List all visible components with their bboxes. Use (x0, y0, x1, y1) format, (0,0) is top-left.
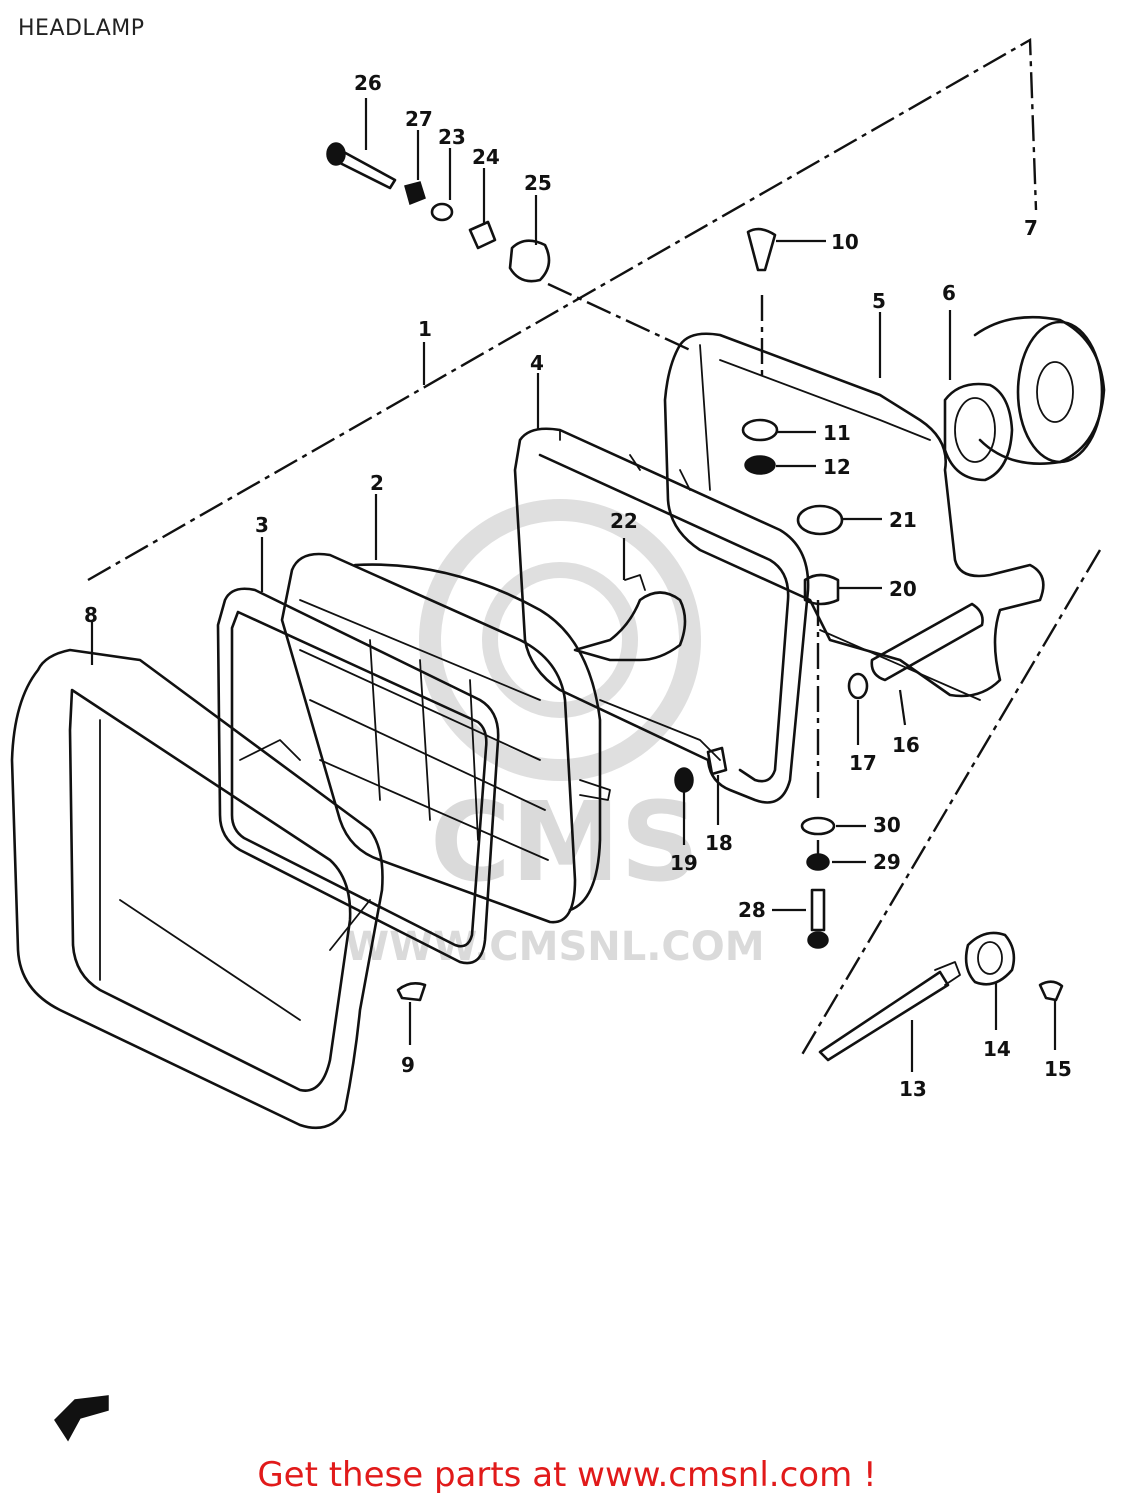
callout-7: 7 (1024, 216, 1038, 240)
callout-13: 13 (899, 1077, 927, 1101)
sealed-beam-unit-part (280, 552, 611, 924)
callout-22: 22 (610, 509, 638, 533)
callout-30: 30 (873, 813, 901, 837)
bulb-part (573, 574, 687, 662)
callout-18: 18 (705, 831, 733, 855)
callout-16: 16 (892, 733, 920, 757)
callout-24: 24 (472, 145, 500, 169)
callout-27: 27 (405, 107, 433, 131)
headlamp-rim-part (10, 648, 384, 1130)
rubber-boot-part (973, 315, 1106, 465)
callout-6: 6 (942, 281, 956, 305)
callout-29: 29 (873, 850, 901, 874)
callout-12: 12 (823, 455, 851, 479)
callout-5: 5 (872, 289, 886, 313)
adjuster-knob-part (964, 931, 1016, 986)
front-arrow-icon (54, 1395, 109, 1442)
callout-4: 4 (530, 351, 544, 375)
callout-14: 14 (983, 1037, 1011, 1061)
callout-11: 11 (823, 421, 851, 445)
callout-19: 19 (670, 851, 698, 875)
headlamp-case-part (663, 332, 1045, 701)
callout-8: 8 (84, 603, 98, 627)
hardware (326, 142, 1064, 1002)
callout-1: 1 (418, 317, 432, 341)
callout-10: 10 (831, 230, 859, 254)
watermark-logo: CMS (430, 778, 699, 906)
adjuster-screw-part (818, 961, 961, 1062)
callout-25: 25 (524, 171, 552, 195)
leader-lines (90, 98, 1057, 1072)
callout-21: 21 (889, 508, 917, 532)
watermark: CMS WWW.CMSNL.COM (345, 499, 765, 970)
wire-grommet-part (870, 602, 984, 682)
inner-bracket-part (513, 427, 810, 804)
callout-20: 20 (889, 577, 917, 601)
callout-26: 26 (354, 71, 382, 95)
callout-15: 15 (1044, 1057, 1072, 1081)
callout-28: 28 (738, 898, 766, 922)
callout-3: 3 (255, 513, 269, 537)
callout-23: 23 (438, 125, 466, 149)
watermark-url: WWW.CMSNL.COM (345, 924, 765, 970)
page-title: HEADLAMP (18, 16, 145, 41)
bulb-socket-part (943, 382, 1014, 482)
callout-17: 17 (849, 751, 877, 775)
callout-2: 2 (370, 471, 384, 495)
callout-9: 9 (401, 1053, 415, 1077)
assembly-boundary (87, 37, 1102, 1059)
footer-link[interactable]: Get these parts at www.cmsnl.com ! (257, 1455, 877, 1495)
part-callouts: 26 27 23 24 25 10 7 6 5 1 4 11 12 2 21 3… (84, 71, 1072, 1101)
retaining-frame-part (216, 587, 500, 965)
